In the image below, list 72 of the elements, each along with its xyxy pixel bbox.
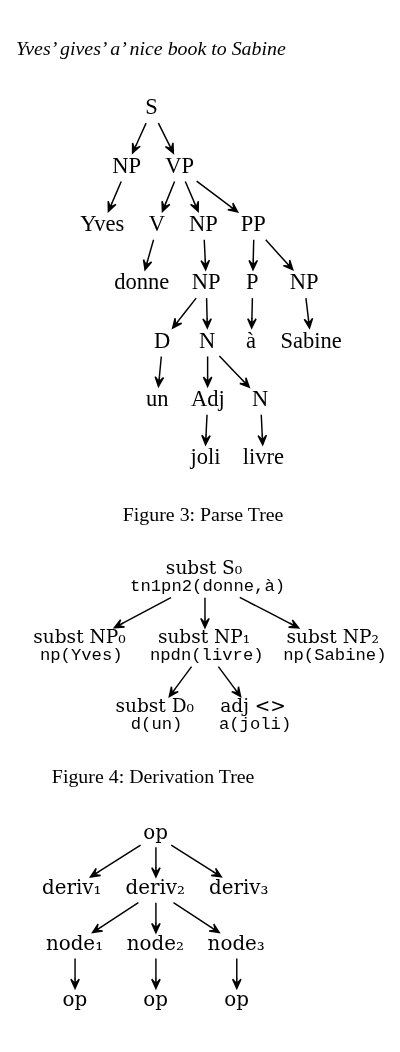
node-text: NP [191,268,221,294]
node-text: op [143,820,169,844]
arrow [142,238,155,270]
arrow [168,665,193,697]
node-text: adj <> a(joli) [218,694,292,734]
arrow [218,354,250,388]
node-text: subst NP₂ np(Sabine) [283,625,387,665]
node-text: op [224,987,249,1011]
arrow [231,957,242,989]
node-text: node₂ [126,931,184,955]
node-text: donne [114,268,170,294]
node-text: Yves [80,210,125,236]
arrow [202,355,213,387]
arrow [70,957,80,989]
node-text: V [148,210,165,236]
node-text: op [143,987,169,1011]
node-text: S [145,93,158,119]
node-text: deriv₂ [125,875,185,899]
node-text: Adj [191,385,225,411]
arrow [248,238,259,270]
node-text: subst S₀ tn1pn2(donne,à) [130,556,286,596]
node-text: D [153,327,171,353]
arrow [195,179,239,213]
arrow [171,296,197,329]
arrow [201,413,211,445]
node-text: NP [189,210,218,236]
arrow [131,121,147,154]
node-text: subst NP₁ npdn(livre) [149,625,264,665]
arrow [89,843,142,878]
node-text: livre [242,443,285,469]
arrow [151,845,161,878]
node-text: deriv₃ [208,875,269,899]
node-text: N [199,327,216,353]
node-text: op [62,987,88,1011]
label: Figure 4: Derivation Tree [51,764,255,787]
node-text: VP [165,152,194,178]
node-text: PP [240,210,266,236]
node-text: NP [289,268,319,294]
arrow [184,180,200,212]
label: Yves’ gives’ a’ nice book to Sabine [16,36,286,59]
arrow [264,238,294,270]
node-text: à [246,327,257,353]
arrow [247,296,257,329]
arrow [239,596,300,629]
node-text: un [145,385,169,411]
arrow [172,901,220,933]
arrow [202,296,212,329]
node-text: NP [112,152,141,178]
node-text: Sabine [280,327,342,353]
label: Figure 3: Parse Tree [122,502,284,525]
arrow [303,296,314,329]
node-text: subst D₀ d(un) [115,694,194,734]
arrow [154,355,165,387]
arrow [151,957,161,989]
arrow [257,413,268,445]
node-text: deriv₁ [41,875,102,899]
arrow [217,665,242,697]
node-text: N [252,385,269,411]
node-text: node₃ [207,931,265,955]
arrow [161,180,176,212]
arrow [151,901,161,933]
arrow [107,180,122,212]
arrow [200,596,210,628]
arrow [113,596,172,628]
node-text: node₁ [45,931,104,955]
arrow [200,238,211,270]
arrow [170,843,223,878]
arrow [157,121,175,154]
arrow [91,901,140,933]
node-text: subst NP₀ np(Yves) [33,625,126,665]
node-text: P [246,268,259,294]
node-text: joli [190,443,221,469]
